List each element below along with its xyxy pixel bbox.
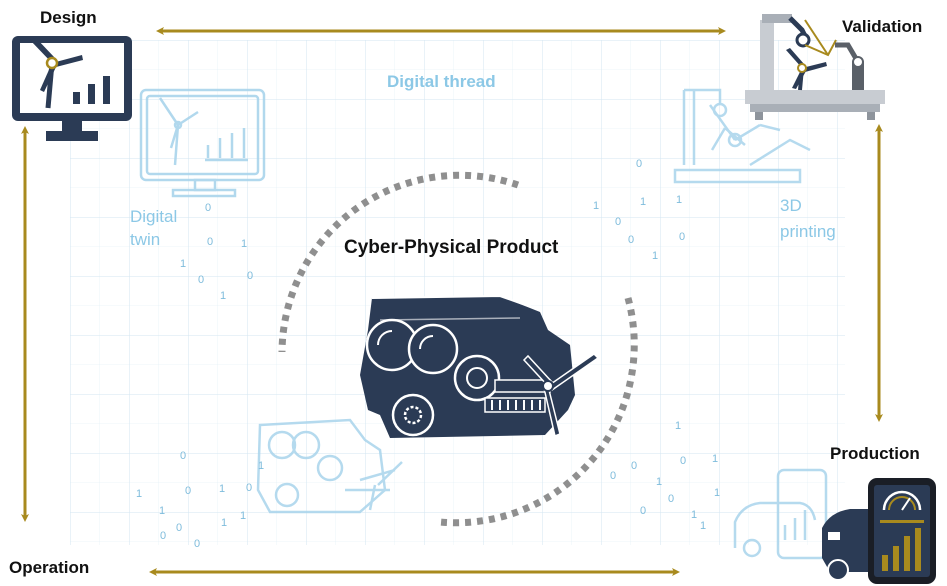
binary-digit: 0 [185,485,192,497]
dashed-cycle-ring [278,171,638,527]
binary-digit: 1 [240,510,247,522]
binary-digit: 0 [194,538,201,550]
validation-robot-icon [745,14,885,120]
center-title: Cyber-Physical Product [344,237,559,258]
binary-digit: 1 [652,250,659,262]
cyber-physical-engine-icon [360,294,600,438]
binary-digit: 0 [640,505,647,517]
binary-digit: 0 [615,216,622,228]
binary-digit: 1 [676,194,683,206]
binary-digit: 0 [207,236,214,248]
faint-car-tablet-icon [733,468,828,560]
binary-digit: 0 [180,450,187,462]
stage-label-design: Design [40,8,97,27]
binary-digit: 1 [180,258,187,270]
binary-digit: 1 [700,520,707,532]
binary-digit: 0 [680,455,687,467]
binary-digit: 0 [628,234,635,246]
stage-label-validation: Validation [842,17,923,36]
binary-digit: 1 [219,483,226,495]
binary-digit: 1 [691,509,698,521]
binary-digit: 1 [241,238,248,250]
design-monitor-icon [12,36,132,141]
faint-robot-icon [673,88,811,184]
binary-digit: 1 [258,460,265,472]
stage-label-production: Production [830,444,920,463]
digital-twin-label-line1: Digital [130,207,178,226]
binary-digit: 1 [136,488,143,500]
binary-digit: 1 [656,476,663,488]
digital-twin-label-line2: twin [130,230,161,249]
binary-digit: 0 [636,158,643,170]
binary-digit: 0 [610,470,617,482]
binary-digit: 0 [679,231,686,243]
printing-label-line1: 3D [780,196,802,215]
faint-monitor-icon [139,88,266,198]
faint-engine-icon [256,418,403,514]
binary-digit: 0 [205,202,212,214]
production-car-tablet-icon [822,478,936,584]
binary-digit: 0 [631,460,638,472]
digital-thread-label: Digital thread [387,72,496,91]
stage-label-operation: Operation [9,558,90,577]
binary-digit: 0 [247,270,254,282]
binary-digit: 1 [593,200,600,212]
binary-digit: 0 [160,530,167,542]
printing-label-line2: printing [780,222,836,241]
binary-digit: 0 [176,522,183,534]
binary-digit: 1 [221,517,228,529]
binary-digit: 1 [640,196,647,208]
binary-digit: 1 [714,487,721,499]
binary-digit: 1 [675,420,682,432]
binary-digit: 1 [220,290,227,302]
background-grid [70,40,845,545]
binary-digit: 0 [198,274,205,286]
binary-digit: 0 [668,493,675,505]
binary-digit: 0 [246,482,253,494]
binary-digit: 1 [159,505,166,517]
binary-digit: 1 [712,453,719,465]
